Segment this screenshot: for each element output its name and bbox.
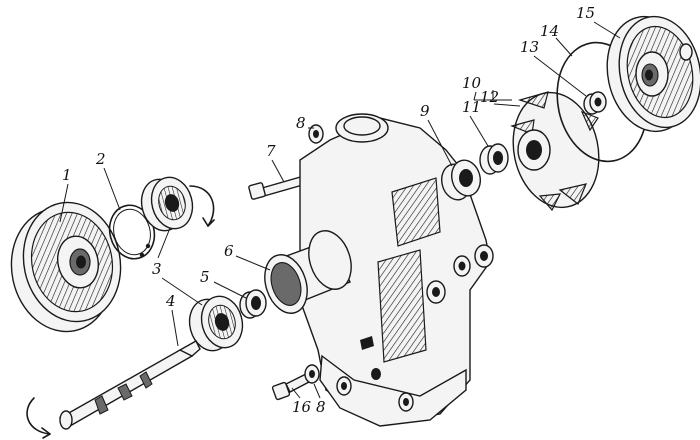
rotation-arrowhead-upper bbox=[202, 217, 215, 227]
bolt-lower bbox=[271, 373, 310, 401]
callout-8-upper: 8 bbox=[296, 114, 306, 132]
bearing-upper bbox=[140, 176, 194, 232]
callout-6: 6 bbox=[224, 242, 234, 260]
nut-13 bbox=[583, 91, 607, 115]
callout-7: 7 bbox=[266, 142, 276, 160]
callout-8-lower: 8 bbox=[316, 398, 326, 416]
callout-10: 10 bbox=[462, 74, 482, 92]
callout-12: 12 bbox=[480, 88, 499, 106]
spacer-ring bbox=[239, 289, 267, 319]
callout-labels: 1 2 3 4 5 6 7 8 8 9 10 11 12 13 14 15 16 bbox=[62, 4, 595, 416]
pump-shaft bbox=[58, 340, 201, 430]
callout-9: 9 bbox=[420, 102, 430, 120]
pulley-right bbox=[606, 15, 700, 133]
pulley-left bbox=[10, 201, 122, 333]
callout-15: 15 bbox=[576, 4, 595, 22]
callout-5: 5 bbox=[200, 268, 210, 286]
pump-housing bbox=[299, 113, 494, 427]
rotation-arrowhead-shaft bbox=[41, 427, 51, 439]
callout-16: 16 bbox=[292, 398, 312, 416]
bolt-upper bbox=[248, 175, 307, 200]
bearing-9 bbox=[440, 159, 482, 201]
washer-lower bbox=[304, 364, 320, 384]
seal-11 bbox=[479, 143, 509, 175]
callout-13: 13 bbox=[520, 38, 539, 56]
bearing-sleeve bbox=[264, 230, 352, 314]
bearing-lower bbox=[188, 295, 244, 352]
callout-2: 2 bbox=[95, 150, 106, 168]
rotation-arrow-shaft bbox=[26, 397, 51, 435]
leader-lines bbox=[59, 21, 621, 399]
callout-14: 14 bbox=[540, 22, 559, 40]
washer-upper bbox=[308, 124, 324, 144]
callout-11: 11 bbox=[462, 98, 481, 116]
callout-3: 3 bbox=[152, 260, 162, 278]
impeller bbox=[510, 91, 600, 212]
callout-1: 1 bbox=[62, 166, 72, 184]
rotation-arrow-upper bbox=[189, 185, 215, 227]
callout-4: 4 bbox=[165, 292, 176, 310]
